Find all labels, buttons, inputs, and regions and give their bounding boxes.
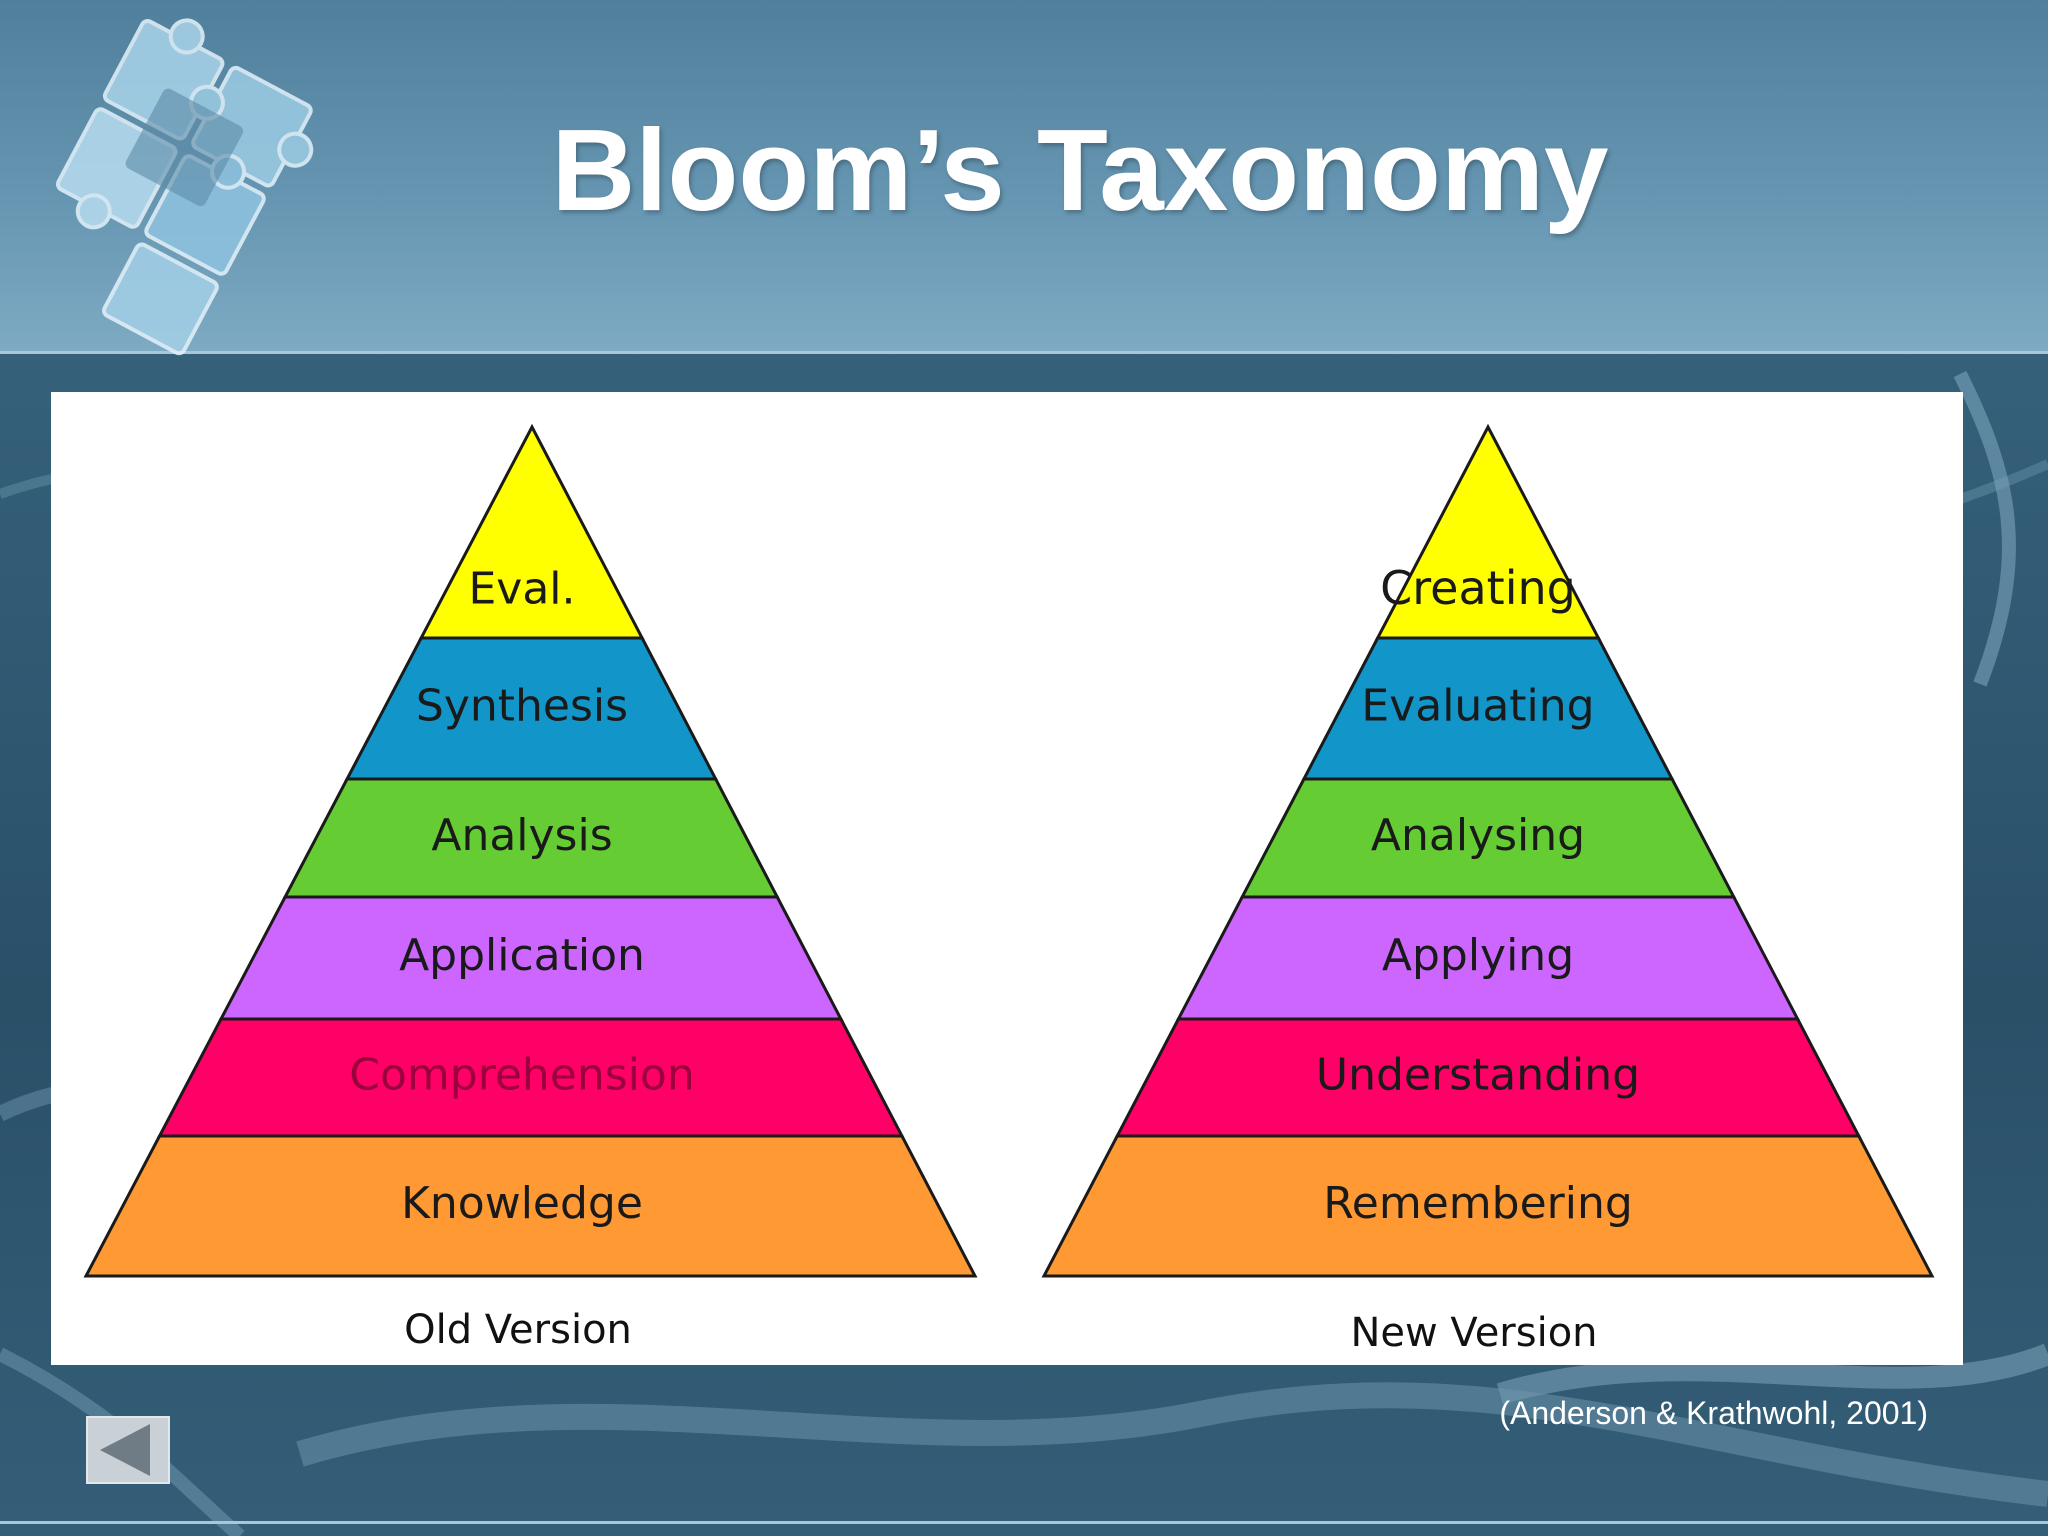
old-level-6-label: Knowledge [401,1178,643,1229]
old-pyramid: Eval. SynthesisAnalysisApplicationCompreh… [83,423,978,1353]
new-level-2-label: Evaluating [1361,681,1594,732]
pyramids-diagram: Eval. SynthesisAnalysisApplicationCompreh… [83,423,1935,1356]
old-level-4-label: Application [399,930,645,981]
new-level-1-label: Creating [1380,561,1576,615]
citation-text: (Anderson & Krathwohl, 2001) [1499,1395,1928,1431]
old-level-3-label: Analysis [431,810,612,861]
new-level-6-label: Remembering [1323,1178,1633,1229]
old-version-caption: Old Version [404,1307,632,1353]
header-band [0,0,2048,352]
puzzle-pieces-icon [55,18,314,356]
old-level-1-label: Eval. [468,564,575,615]
old-level-2-label: Synthesis [416,681,628,732]
new-version-caption: New Version [1350,1310,1597,1356]
new-level-3-label: Analysing [1371,810,1585,861]
new-level-5-label: Understanding [1316,1050,1640,1101]
old-level-6-band [83,1134,978,1278]
header-divider [0,351,2048,354]
slide-title: Bloom’s Taxonomy [551,105,1609,235]
old-level-5-label: Comprehension [349,1050,694,1101]
triangle-left-icon [100,1424,150,1476]
new-level-4-label: Applying [1382,930,1574,981]
back-button[interactable] [86,1416,170,1484]
new-level-6-band [1041,1134,1935,1278]
new-pyramid: CreatingEvaluatingAnalysingApplyingUnder… [1041,423,1935,1356]
footer-divider [0,1521,2048,1524]
